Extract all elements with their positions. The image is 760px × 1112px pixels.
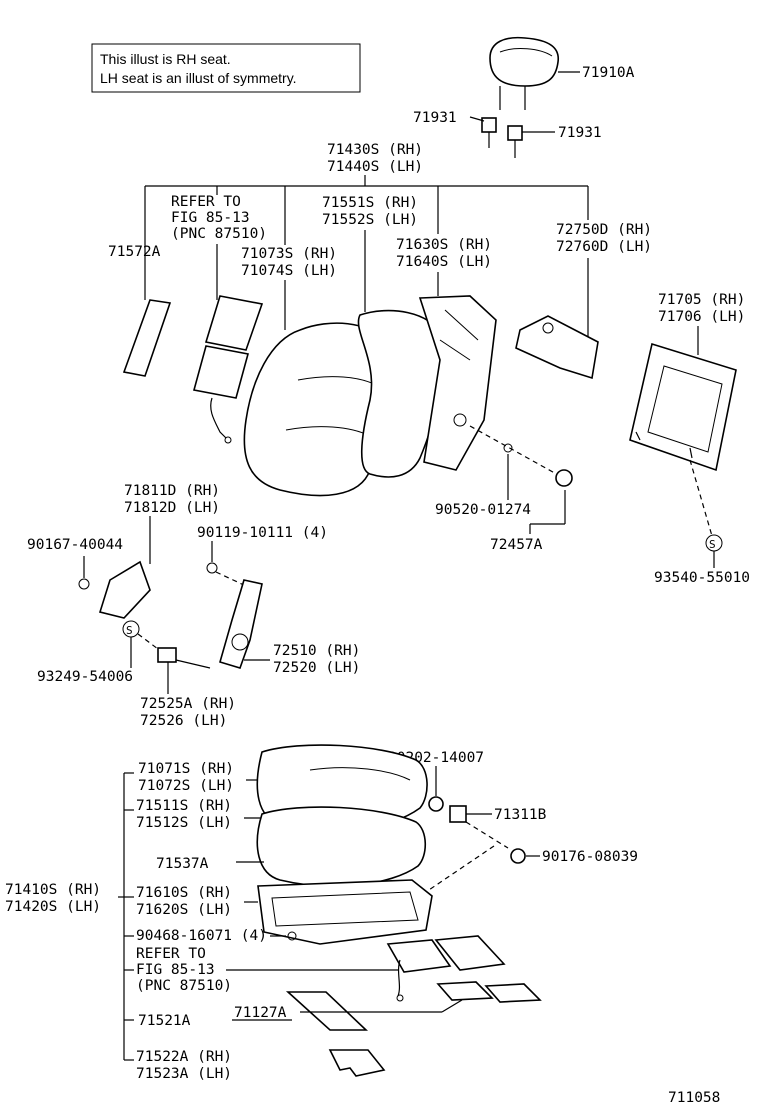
refer-to-2-b: FIG 85-13	[136, 962, 215, 978]
label-71440S: 71440S (LH)	[327, 159, 423, 175]
label-71522A: 71522A (RH)	[136, 1049, 232, 1065]
label-71074S: 71074S (LH)	[241, 263, 337, 279]
note-box: This illust is RH seat. LH seat is an il…	[91, 43, 361, 93]
headrest-drawing	[489, 36, 559, 110]
label-71811D: 71811D (RH)	[124, 483, 220, 499]
back-pad-71572A-drawing	[122, 299, 172, 377]
label-71523A: 71523A (LH)	[136, 1066, 232, 1082]
seat-cushion-pad-drawing	[256, 806, 427, 887]
knob-72457A-drawing	[555, 469, 573, 487]
label-71430S: 71430S (RH)	[327, 142, 423, 158]
label-71630S: 71630S (RH)	[396, 237, 492, 253]
note-line-2: LH seat is an illust of symmetry.	[100, 70, 297, 86]
label-71572A: 71572A	[108, 244, 161, 260]
headrest-support-right	[507, 125, 523, 158]
label-72510: 72510 (RH)	[273, 643, 360, 659]
label-90468: 90468-16071 (4)	[136, 928, 267, 944]
hinge-bracket-drawing	[219, 579, 263, 669]
recliner-cover-drawing	[515, 315, 599, 380]
hinge-cover-drawing	[98, 560, 151, 619]
screw-90176-drawing	[510, 848, 526, 864]
seat-pad-71127A-drawing	[436, 981, 542, 1003]
headrest-support-left	[481, 117, 497, 148]
label-71512S: 71512S (LH)	[136, 815, 232, 831]
hinge-lever-drawing	[157, 647, 211, 669]
cushion-heater-pad-drawing	[386, 935, 506, 1002]
label-71410S: 71410S (RH)	[5, 882, 101, 898]
refer-to-2-c: (PNC 87510)	[136, 978, 232, 994]
label-71931-b: 71931	[558, 125, 602, 141]
label-90176: 90176-08039	[542, 849, 638, 865]
nut-90202-drawing	[428, 796, 444, 812]
label-71706: 71706 (LH)	[658, 309, 745, 325]
seat-back-frame-drawing	[418, 295, 497, 471]
label-71420S: 71420S (LH)	[5, 899, 101, 915]
label-90167: 90167-40044	[27, 537, 123, 553]
label-71537A: 71537A	[156, 856, 209, 872]
label-71812D: 71812D (LH)	[124, 500, 220, 516]
label-71552S: 71552S (LH)	[322, 212, 418, 228]
label-72750D: 72750D (RH)	[556, 222, 652, 238]
s-mark-2: S	[126, 624, 133, 637]
label-71311B: 71311B	[494, 807, 547, 823]
refer-to-1-c: (PNC 87510)	[171, 226, 267, 242]
figure-number: 711058	[668, 1090, 720, 1106]
label-71521A: 71521A	[138, 1013, 191, 1029]
clip-90468-drawing	[287, 931, 297, 941]
seat-pad-71521A-drawing	[285, 991, 369, 1031]
seat-back-board-drawing	[629, 342, 737, 472]
label-71551S: 71551S (RH)	[322, 195, 418, 211]
label-72525A: 72525A (RH)	[140, 696, 236, 712]
seat-cushion-frame-drawing	[257, 879, 433, 945]
label-90119: 90119-10111 (4)	[197, 525, 328, 541]
label-71610S: 71610S (RH)	[136, 885, 232, 901]
label-72520: 72520 (LH)	[273, 660, 360, 676]
label-90520: 90520-01274	[435, 502, 531, 518]
label-71705: 71705 (RH)	[658, 292, 745, 308]
s-mark-1: S	[709, 538, 716, 551]
note-line-1: This illust is RH seat.	[100, 51, 231, 67]
label-72760D: 72760D (LH)	[556, 239, 652, 255]
bolt-90119-drawing	[206, 562, 218, 574]
label-71931-a: 71931	[413, 110, 457, 126]
seat-pad-71522A-drawing	[328, 1049, 386, 1077]
label-71071S: 71071S (RH)	[138, 761, 234, 777]
refer-to-1-a: REFER TO	[171, 194, 241, 210]
label-71640S: 71640S (LH)	[396, 254, 492, 270]
label-72526: 72526 (LH)	[140, 713, 227, 729]
guide-71311B-drawing	[449, 805, 467, 823]
refer-to-1-b: FIG 85-13	[171, 210, 250, 226]
label-71910A: 71910A	[582, 65, 635, 81]
label-71073S: 71073S (RH)	[241, 246, 337, 262]
label-71127A: 71127A	[234, 1005, 287, 1021]
label-71511S: 71511S (RH)	[136, 798, 232, 814]
label-72457A: 72457A	[490, 537, 543, 553]
screw-90167-drawing	[78, 578, 90, 590]
label-93249: 93249-54006	[37, 669, 133, 685]
label-93540: 93540-55010	[654, 570, 750, 586]
label-71072S: 71072S (LH)	[138, 778, 234, 794]
clip-90520-drawing	[503, 443, 513, 453]
back-heater-pad-drawing	[193, 295, 264, 444]
label-71620S: 71620S (LH)	[136, 902, 232, 918]
refer-to-2-a: REFER TO	[136, 946, 206, 962]
